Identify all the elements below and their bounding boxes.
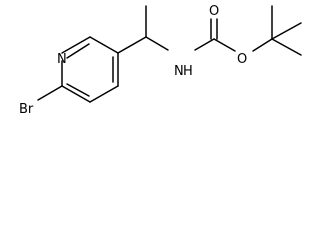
atom-label-o-carbonyl: O	[209, 4, 219, 19]
bond-c5-c6	[61, 85, 91, 103]
bond-c5-c6-inner	[66, 83, 90, 97]
bond-c-oester	[213, 38, 236, 52]
atom-label-n-ring: N	[57, 52, 67, 67]
atom-label-br: Br	[19, 102, 34, 117]
atom-label-o-ester: O	[237, 52, 247, 67]
bond-oester-cq	[252, 38, 273, 52]
bond-nh-c	[194, 38, 215, 51]
bond-c6-br	[37, 85, 63, 101]
molecule-structure: N Br N H O O	[19, 4, 302, 117]
bond-ch-nh	[145, 36, 169, 51]
bond-c4-c5	[89, 85, 119, 103]
bond-cq-me-right	[271, 22, 302, 40]
bond-cq-me-down	[271, 38, 302, 56]
bond-c3-ch	[117, 36, 147, 54]
atom-label-nh-h: H	[183, 64, 193, 79]
bond-n-c2-inner	[66, 43, 90, 59]
molecule-canvas: N Br N H O O	[19, 4, 302, 117]
bond-n-c2	[61, 36, 91, 54]
atom-label-nh-n: N	[174, 64, 184, 79]
pyridine-ring	[61, 36, 119, 103]
bond-c2-c3	[89, 36, 119, 54]
